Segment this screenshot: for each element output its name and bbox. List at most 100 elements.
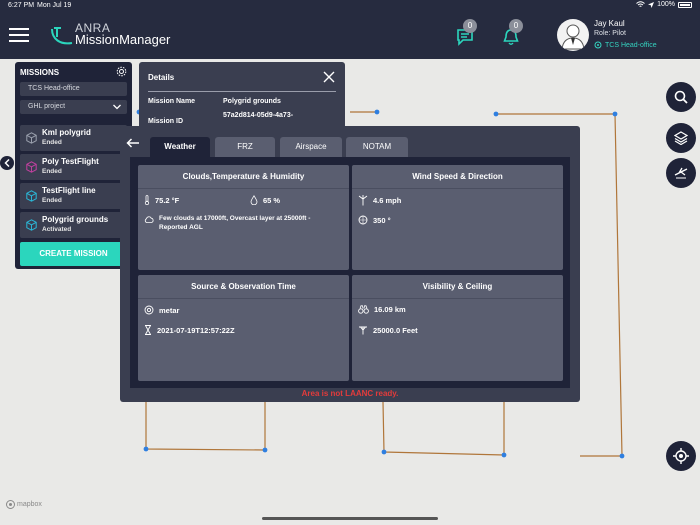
organization-select[interactable]: TCS Head-office	[20, 82, 127, 96]
visibility-card-title: Visibility & Ceiling	[352, 275, 563, 299]
project-select-value: GHL project	[28, 103, 66, 110]
mission-name-label: Mission Name	[148, 98, 196, 105]
clouds-description: Few clouds at 17000ft, Overcast layer at…	[159, 215, 311, 231]
wind-direction-value: 350 °	[373, 215, 391, 225]
drone-logo-icon	[51, 27, 73, 45]
collapse-sidebar-button[interactable]	[0, 156, 14, 170]
user-avatar-icon	[561, 24, 585, 50]
avatar[interactable]	[557, 19, 589, 51]
layers-button[interactable]	[666, 123, 696, 153]
mission-name: Polygrid grounds	[42, 215, 109, 224]
missions-panel: MISSIONS TCS Head-office GHL project Kml…	[15, 62, 132, 269]
hourglass-icon	[145, 325, 151, 335]
visibility-card: Visibility & Ceiling 16.09 km 25000.0 Fe…	[352, 275, 563, 381]
binoculars-icon	[358, 305, 369, 314]
locate-button[interactable]	[666, 441, 696, 471]
notifications-badge: 0	[509, 19, 523, 33]
cube-icon	[26, 190, 37, 202]
tab-frz[interactable]: FRZ	[215, 137, 275, 157]
cube-icon	[26, 219, 37, 231]
airport-button[interactable]	[666, 158, 696, 188]
mission-vertex[interactable]	[143, 446, 149, 452]
mission-name-value: Polygrid grounds	[223, 98, 281, 105]
gear-icon[interactable]	[116, 66, 127, 77]
back-arrow-icon[interactable]	[126, 138, 140, 148]
source-icon	[144, 305, 154, 315]
battery-percent: 100%	[657, 1, 675, 8]
search-button[interactable]	[666, 82, 696, 112]
user-role: Role: Pilot	[594, 30, 626, 37]
wind-card: Wind Speed & Direction 4.6 mph 350 °	[352, 165, 563, 270]
clouds-card-title: Clouds,Temperature & Humidity	[138, 165, 349, 189]
mission-vertex[interactable]	[374, 109, 380, 115]
tab-airspace[interactable]: Airspace	[280, 137, 342, 157]
battery-icon	[678, 1, 692, 8]
mission-boundary-line	[145, 402, 266, 451]
details-panel: Details Mission Name Polygrid grounds Mi…	[139, 62, 345, 134]
user-organization[interactable]: TCS Head-office	[605, 42, 657, 49]
menu-icon[interactable]	[9, 28, 29, 42]
missions-title: MISSIONS	[20, 68, 60, 77]
mapbox-logo-icon	[6, 500, 15, 509]
mission-id-value: 57a2d814-05d9-4a73-	[223, 112, 294, 119]
app-logo: ANRA MissionManager	[50, 21, 180, 51]
visibility-value: 16.09 km	[374, 305, 406, 314]
wifi-icon	[636, 1, 645, 7]
wind-speed-value: 4.6 mph	[373, 196, 402, 205]
location-arrow-icon	[648, 1, 655, 8]
mission-name: Poly TestFlight	[42, 157, 99, 166]
mission-vertex[interactable]	[619, 453, 625, 459]
chevron-down-icon	[113, 104, 121, 110]
source-card: Source & Observation Time metar 2021-07-…	[138, 275, 349, 381]
mission-vertex[interactable]	[262, 447, 268, 453]
ceiling-value: 25000.0 Feet	[373, 325, 418, 335]
mission-status: Ended	[42, 197, 62, 204]
mission-vertex[interactable]	[493, 111, 499, 117]
tab-weather[interactable]: Weather	[150, 137, 210, 157]
close-icon[interactable]	[323, 71, 335, 83]
brand-top: ANRA	[75, 21, 111, 35]
messages-badge: 0	[463, 19, 477, 33]
wind-turbine-icon	[358, 195, 368, 206]
notifications-button[interactable]: 0	[503, 19, 525, 50]
weather-content: Clouds,Temperature & Humidity 75.2 °F 65…	[130, 157, 570, 388]
mission-status: Ended	[42, 139, 62, 146]
source-card-title: Source & Observation Time	[138, 275, 349, 299]
search-icon	[674, 90, 688, 104]
mission-vertex[interactable]	[612, 111, 618, 117]
map-canvas[interactable]	[0, 59, 700, 525]
laanc-status: Area is not LAANC ready.	[301, 389, 399, 398]
chevron-left-icon	[3, 159, 10, 167]
plane-icon	[674, 167, 688, 179]
status-bar: 6:27 PM Mon Jul 19 100%	[0, 0, 700, 12]
mission-polygons	[145, 111, 623, 457]
mapbox-attribution[interactable]: mapbox	[6, 500, 42, 509]
crosshair-icon	[673, 448, 689, 464]
humidity-value: 65 %	[263, 195, 281, 205]
home-indicator	[262, 517, 438, 520]
ceiling-icon	[359, 326, 367, 335]
mission-boundary-line	[382, 401, 505, 456]
tab-notam[interactable]: NOTAM	[346, 137, 408, 157]
details-title: Details	[148, 73, 175, 82]
mapbox-label: mapbox	[17, 501, 42, 508]
messages-button[interactable]: 0	[456, 19, 478, 50]
cube-icon	[26, 161, 37, 173]
mission-vertex[interactable]	[381, 449, 387, 455]
clouds-card: Clouds,Temperature & Humidity 75.2 °F 65…	[138, 165, 349, 270]
temperature-value: 75.2 °F	[155, 195, 180, 205]
user-name: Jay Kaul	[594, 19, 625, 28]
mission-id-label: Mission ID	[148, 118, 184, 125]
weather-panel: Weather FRZ Airspace NOTAM Clouds,Temper…	[120, 126, 580, 402]
mission-name: TestFlight line	[42, 186, 96, 195]
mission-vertex[interactable]	[501, 452, 507, 458]
mission-status: Activated	[42, 226, 72, 233]
create-mission-button[interactable]: CREATE MISSION	[20, 242, 127, 266]
project-select[interactable]: GHL project	[20, 100, 127, 114]
compass-icon	[358, 215, 368, 225]
cube-icon	[26, 132, 37, 144]
